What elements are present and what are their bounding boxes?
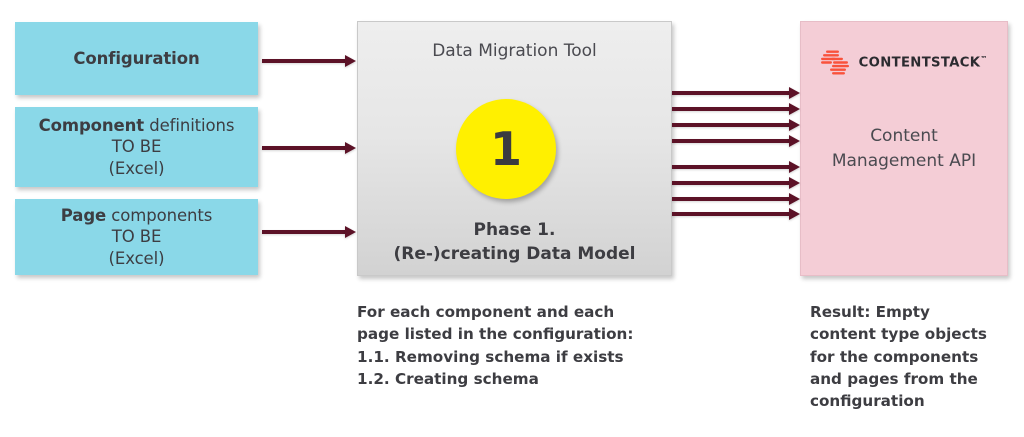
arrow-shaft	[672, 165, 790, 169]
migration-tool-caption-line1: Phase 1.	[473, 220, 556, 240]
contentstack-logo-mark	[820, 50, 849, 75]
arrow-shaft	[672, 123, 790, 127]
arrow-head-icon	[789, 135, 800, 147]
source-line-component-1: Component definitions	[39, 115, 235, 136]
source-box-configuration[interactable]: Configuration	[15, 22, 258, 95]
source-box-component-definitions[interactable]: Component definitions TO BE (Excel)	[15, 107, 258, 187]
content-management-api-label: Content Management API	[801, 124, 1007, 173]
arrow-head-icon	[345, 55, 356, 67]
arrow-shaft	[672, 91, 790, 95]
contentstack-wordmark-text: CONTENTSTACK	[858, 55, 981, 71]
source-line-page-1: Page components	[60, 205, 213, 226]
source-box-page-components[interactable]: Page components TO BE (Excel)	[15, 199, 258, 275]
source-page-lead: Page	[60, 205, 107, 225]
arrow-shaft	[262, 59, 346, 63]
source-page-rest: components	[106, 205, 213, 225]
arrow-head-icon	[789, 161, 800, 173]
source-line-component-2: TO BE	[111, 137, 162, 157]
source-line-component-3: (Excel)	[108, 158, 165, 178]
arrow-shaft	[672, 181, 790, 185]
arrow-shaft	[262, 146, 346, 150]
migration-tool-caption: Phase 1. (Re-)creating Data Model	[358, 218, 671, 266]
trademark-symbol: ™	[980, 55, 988, 64]
source-label-configuration-text: Configuration	[73, 48, 200, 68]
result-note-caption: Result: Empty content type objects for t…	[810, 303, 987, 411]
api-label-line2: Management API	[831, 150, 977, 171]
source-component-rest: definitions	[144, 115, 235, 135]
arrow-head-icon	[789, 103, 800, 115]
phase-number-circle: 1	[456, 99, 556, 199]
process-note-caption: For each component and each page listed …	[357, 303, 634, 389]
arrow-shaft	[262, 230, 346, 234]
migration-tool-caption-line2: (Re-)creating Data Model	[393, 244, 636, 265]
arrow-head-icon	[345, 226, 356, 238]
source-component-lead: Component	[38, 115, 145, 135]
arrow-shaft	[672, 212, 790, 216]
arrow-head-icon	[789, 87, 800, 99]
arrow-shaft	[672, 197, 790, 201]
contentstack-api-box[interactable]: CONTENTSTACK™ Content Management API	[800, 21, 1008, 276]
source-line-page-2: TO BE	[111, 227, 162, 247]
source-line-page-3: (Excel)	[108, 248, 165, 268]
arrow-head-icon	[345, 142, 356, 154]
arrow-head-icon	[789, 119, 800, 131]
arrow-head-icon	[789, 208, 800, 220]
phase-number: 1	[489, 122, 522, 176]
arrow-head-icon	[789, 177, 800, 189]
arrow-shaft	[672, 107, 790, 111]
arrow-head-icon	[789, 193, 800, 205]
migration-tool-title: Data Migration Tool	[432, 41, 597, 61]
contentstack-wordmark: CONTENTSTACK™	[859, 55, 988, 70]
api-label-line1: Content	[870, 126, 938, 146]
arrow-shaft	[672, 139, 790, 143]
source-label-configuration: Configuration	[73, 48, 199, 69]
migration-tool-box[interactable]: Data Migration Tool 1 Phase 1. (Re-)crea…	[357, 21, 672, 276]
contentstack-logo: CONTENTSTACK™	[820, 50, 988, 76]
